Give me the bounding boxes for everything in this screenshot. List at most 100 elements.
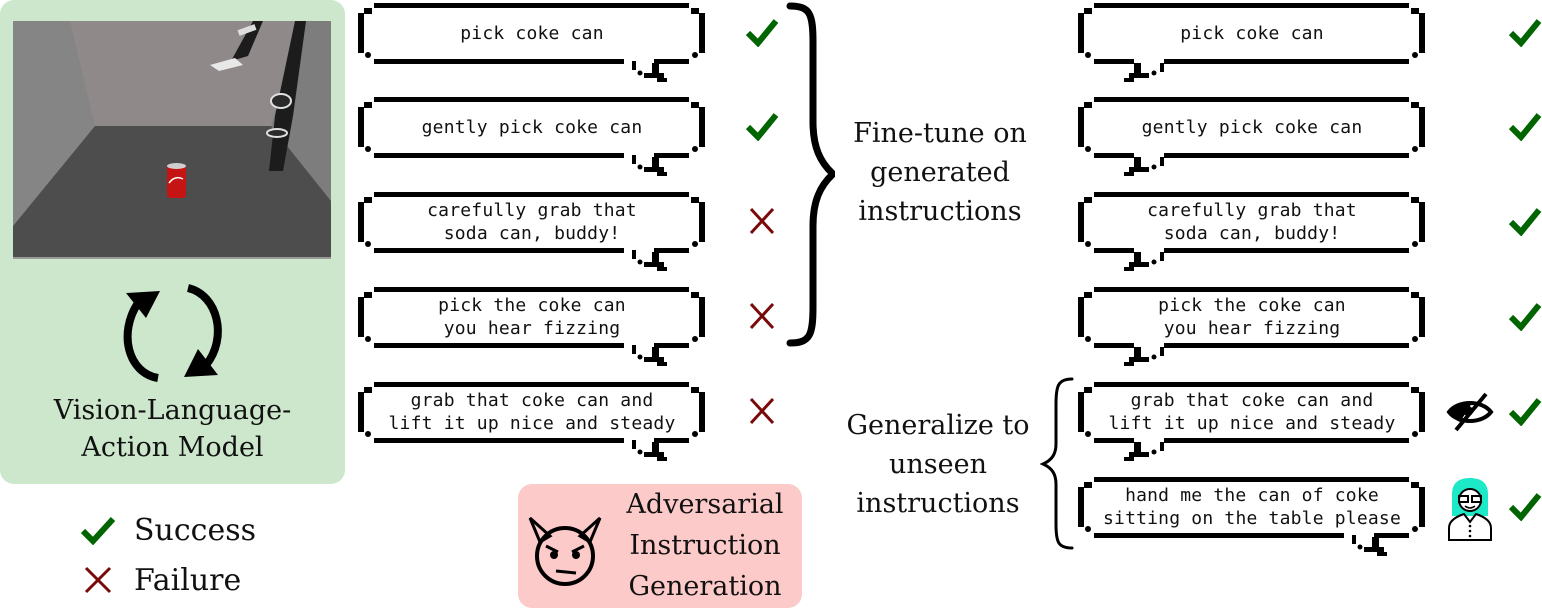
instruction-line: soda can, buddy! [1163, 223, 1341, 244]
legend-success-label: Success [134, 512, 257, 548]
coke-can [167, 165, 186, 198]
check-icon [745, 113, 779, 142]
instruction-line: pick coke can [460, 22, 604, 44]
back-wall [70, 21, 331, 126]
eye-slash-icon [1446, 392, 1494, 432]
instruction-text: pick coke can [1092, 7, 1412, 59]
instruction-line: lift it up nice and steady [388, 413, 676, 434]
instruction-line: pick coke can [1180, 22, 1324, 44]
vla-title-line1: Vision-Language- [53, 395, 292, 426]
success-mark [745, 17, 779, 51]
robot-joint [266, 128, 288, 138]
generalize-line2: unseen [889, 449, 987, 480]
failure-mark [745, 301, 779, 335]
success-mark [1508, 17, 1542, 51]
instruction-text: pick coke can [372, 7, 692, 59]
instruction-bubble: gently pick coke can [1074, 97, 1429, 176]
legend-failure-label: Failure [134, 562, 242, 598]
failure-mark [745, 396, 779, 430]
robot-gripper [210, 58, 243, 71]
instruction-line: grab that coke can and [410, 390, 654, 411]
cross-icon [749, 207, 775, 235]
instruction-line: you hear fizzing [1163, 318, 1341, 339]
robot-scene-image [13, 21, 331, 259]
instruction-line: gently pick coke can [1141, 116, 1363, 138]
speech-bubble-outline [1078, 97, 1425, 176]
instruction-line: carefully grab that [1147, 200, 1357, 221]
speech-bubble-outline [1078, 3, 1425, 82]
speech-bubble-outline [1078, 287, 1425, 366]
cycle-arrows-icon [123, 284, 222, 382]
check-icon [745, 19, 779, 48]
coke-logo [168, 176, 184, 184]
coke-can-top [167, 163, 186, 169]
instruction-line: lift it up nice and steady [1108, 413, 1396, 434]
instruction-bubble: gently pick coke can [354, 97, 709, 176]
speech-bubble-outline [1078, 382, 1425, 461]
right-wall [271, 21, 331, 211]
cross-icon [84, 566, 112, 594]
instruction-line: carefully grab that [427, 200, 637, 221]
success-mark [745, 111, 779, 145]
success-mark [1508, 491, 1542, 525]
adversarial-line2: Instruction [629, 530, 781, 561]
instruction-line: pick the coke can [1158, 295, 1346, 316]
check-icon [80, 516, 116, 545]
success-mark [1508, 111, 1542, 145]
check-icon [1508, 208, 1542, 237]
speech-bubble-outline [358, 3, 705, 82]
speech-bubble-outline [1078, 477, 1425, 556]
legend: Success Failure [80, 505, 256, 605]
instruction-text: gently pick coke can [372, 101, 692, 153]
cross-icon [749, 397, 775, 425]
instruction-bubble: pick coke can [1074, 3, 1429, 82]
success-mark [1508, 301, 1542, 335]
generalize-line1: Generalize to [846, 410, 1030, 441]
instruction-line: grab that coke can and [1130, 390, 1374, 411]
adversarial-generation-box [518, 484, 802, 608]
finetune-label: Fine-tune on generated instructions [840, 114, 1040, 231]
floor-edge [13, 257, 331, 259]
instruction-line: gently pick coke can [421, 116, 643, 138]
adversarial-generation-label: Adversarial Instruction Generation [620, 484, 790, 607]
instruction-bubble: pick coke can [354, 3, 709, 82]
instruction-line: hand me the can of coke [1125, 485, 1379, 506]
check-icon [1508, 398, 1542, 427]
cross-icon [749, 302, 775, 330]
failure-mark [745, 206, 779, 240]
speech-bubble-outline [358, 97, 705, 176]
devil-face-icon [528, 516, 602, 586]
robot-scene-drawing [13, 21, 331, 259]
instruction-text: gently pick coke can [1092, 101, 1412, 153]
instruction-line: soda can, buddy! [443, 223, 621, 244]
vla-title-line2: Action Model [81, 432, 264, 463]
vla-model-title: Vision-Language- Action Model [0, 392, 345, 466]
finetune-line2: generated [870, 157, 1010, 188]
check-icon [1508, 303, 1542, 332]
robot-wrist-ring [237, 24, 257, 36]
robot-forearm [231, 21, 263, 61]
instruction-line: sitting on the table please [1103, 508, 1401, 529]
generalize-label: Generalize to unseen instructions [838, 406, 1038, 523]
instruction-line: pick the coke can [438, 295, 626, 316]
legend-failure: Failure [80, 555, 256, 605]
generalize-brace [1040, 377, 1074, 550]
left-wall [13, 21, 95, 226]
instruction-line: you hear fizzing [443, 318, 621, 339]
adversarial-line3: Generation [628, 571, 782, 602]
speech-bubble-outline [358, 287, 705, 366]
robot-joint [270, 93, 292, 109]
